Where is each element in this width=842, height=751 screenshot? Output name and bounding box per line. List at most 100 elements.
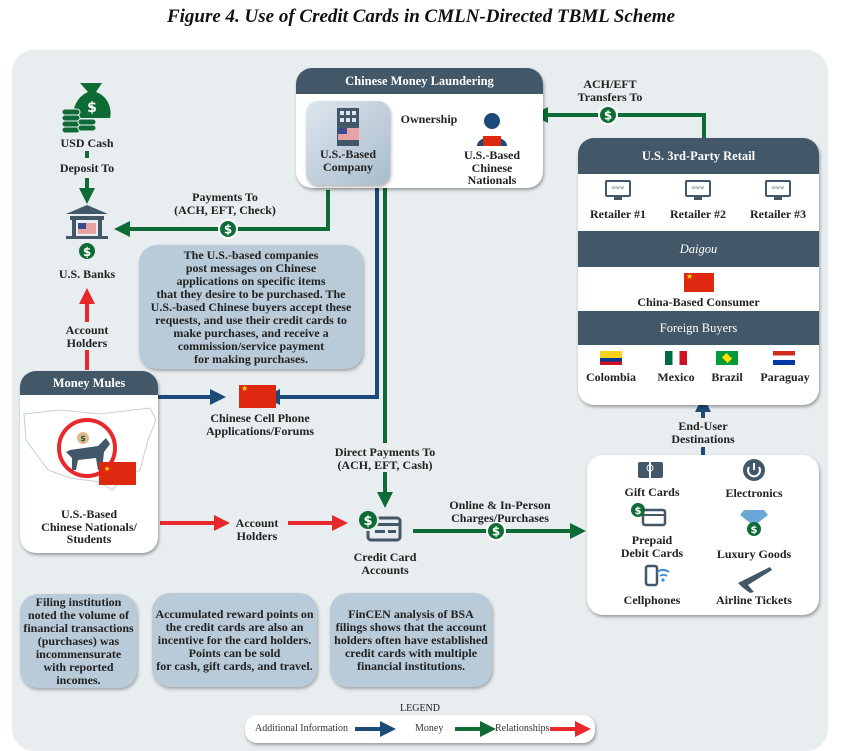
- country-label: Brazil: [711, 370, 743, 384]
- svg-text:$: $: [87, 100, 97, 116]
- dollar-badge-icon: $: [486, 521, 506, 541]
- usd-cash-label: USD Cash: [60, 136, 114, 150]
- retailer-label: Retailer #1: [589, 207, 647, 221]
- svg-text:★: ★: [104, 465, 110, 473]
- paraguay-flag-icon: [773, 351, 795, 365]
- cellphone-icon: [644, 564, 670, 587]
- company-line2: Company: [322, 159, 373, 174]
- cc-line1: Credit Card: [353, 550, 417, 564]
- note-line: commission/service payment: [177, 338, 325, 353]
- monitor-icon: www: [605, 180, 631, 197]
- note-line: for making purchases.: [194, 351, 308, 366]
- direct-payments-label: Direct Payments To(ACH, EFT, Cash): [320, 446, 450, 471]
- monitor-stand: [614, 197, 622, 200]
- note-line: financial institutions.: [356, 658, 466, 673]
- destination-label: Gift Cards: [624, 485, 680, 499]
- ach-line2: Transfers To: [577, 89, 643, 104]
- destination-label: Luxury Goods: [716, 547, 792, 561]
- note-line: the credit cards are also an: [165, 619, 304, 634]
- cml-header: Chinese Money Laundering: [296, 68, 543, 94]
- note-line: credit cards with multiple: [344, 645, 478, 660]
- online-line1: Online & In-Person: [449, 498, 551, 512]
- note-line: holders often have established: [334, 632, 488, 647]
- note-line: incommensurate: [35, 646, 122, 661]
- svg-text:$: $: [751, 525, 758, 536]
- holders-r-line1: Account: [235, 516, 279, 530]
- ownership-label: Ownership: [400, 112, 458, 126]
- deposit-to-label: Deposit To: [59, 161, 115, 175]
- mexico-flag-icon: [665, 351, 687, 365]
- retailer-label: Retailer #3: [749, 207, 807, 221]
- dollar-badge-icon: $: [598, 105, 618, 125]
- mules-line2: Chinese Nationals/: [41, 519, 137, 534]
- svg-text:$: $: [83, 245, 91, 259]
- diamond-icon: $: [740, 510, 768, 536]
- china-consumer-row: China-Based Consumer: [578, 267, 819, 311]
- payments-to-line2: (ACH, EFT, Check): [174, 202, 276, 217]
- note-line: for cash, gift cards, and travel.: [156, 658, 313, 673]
- cell-apps-line1: Chinese Cell Phone: [210, 411, 310, 425]
- destination-label: Cellphones: [623, 593, 681, 607]
- nationals-line1: U.S.-Based: [463, 148, 520, 162]
- brazil-flag-icon: [716, 351, 738, 365]
- retailer-1: www Retailer #1: [578, 180, 658, 221]
- note-line: requests, and use their credit cards to: [155, 312, 347, 327]
- power-icon: [743, 459, 765, 481]
- note-line: financial transactions: [23, 620, 134, 635]
- company-line1: U.S.-Based: [319, 147, 376, 161]
- destinations-box: [587, 455, 819, 615]
- us-banks-label: U.S. Banks: [58, 267, 116, 281]
- note-line: Filing institution: [35, 594, 122, 609]
- retail-header: U.S. 3rd-Party Retail: [578, 138, 819, 174]
- retailer-2: www Retailer #2: [658, 180, 738, 221]
- monitor-stand: [774, 197, 782, 200]
- dollar-badge-icon: $: [218, 219, 238, 239]
- gift-card-icon: [638, 462, 663, 478]
- nationals-line2: Chinese: [471, 160, 513, 175]
- payments-arrow: [114, 190, 330, 237]
- note-line: Points can be sold: [188, 645, 281, 660]
- svg-text:$: $: [363, 514, 372, 529]
- payments-to-label: Payments To(ACH, EFT, Check): [160, 191, 290, 216]
- note-line: Accumulated reward points on: [155, 606, 314, 621]
- country-label: Paraguay: [760, 370, 810, 384]
- legend-arrows: [355, 721, 591, 737]
- cell-apps-line2: Applications/Forums: [205, 423, 314, 438]
- foreign-buyers-header: Foreign Buyers: [578, 311, 819, 345]
- monitor-icon: www: [765, 180, 791, 197]
- svg-text:$: $: [635, 506, 642, 517]
- retailer-label: Retailer #2: [669, 207, 727, 221]
- holders-line1: Account: [65, 323, 109, 337]
- direct-line2: (ACH, EFT, Cash): [337, 457, 433, 472]
- legend-relationship-label: Relationships: [495, 723, 550, 734]
- company-to-apps-arrow: [264, 180, 379, 405]
- monitor-icon: www: [685, 180, 711, 197]
- monitor-stand: [694, 197, 702, 200]
- note-line: make purchases, and receive a: [173, 325, 329, 340]
- holders-r-line2: Holders: [236, 528, 278, 543]
- colombia-flag-icon: [600, 351, 622, 365]
- note-line: with reported incomes.: [43, 659, 114, 687]
- ach-transfer-arrow: [532, 107, 706, 138]
